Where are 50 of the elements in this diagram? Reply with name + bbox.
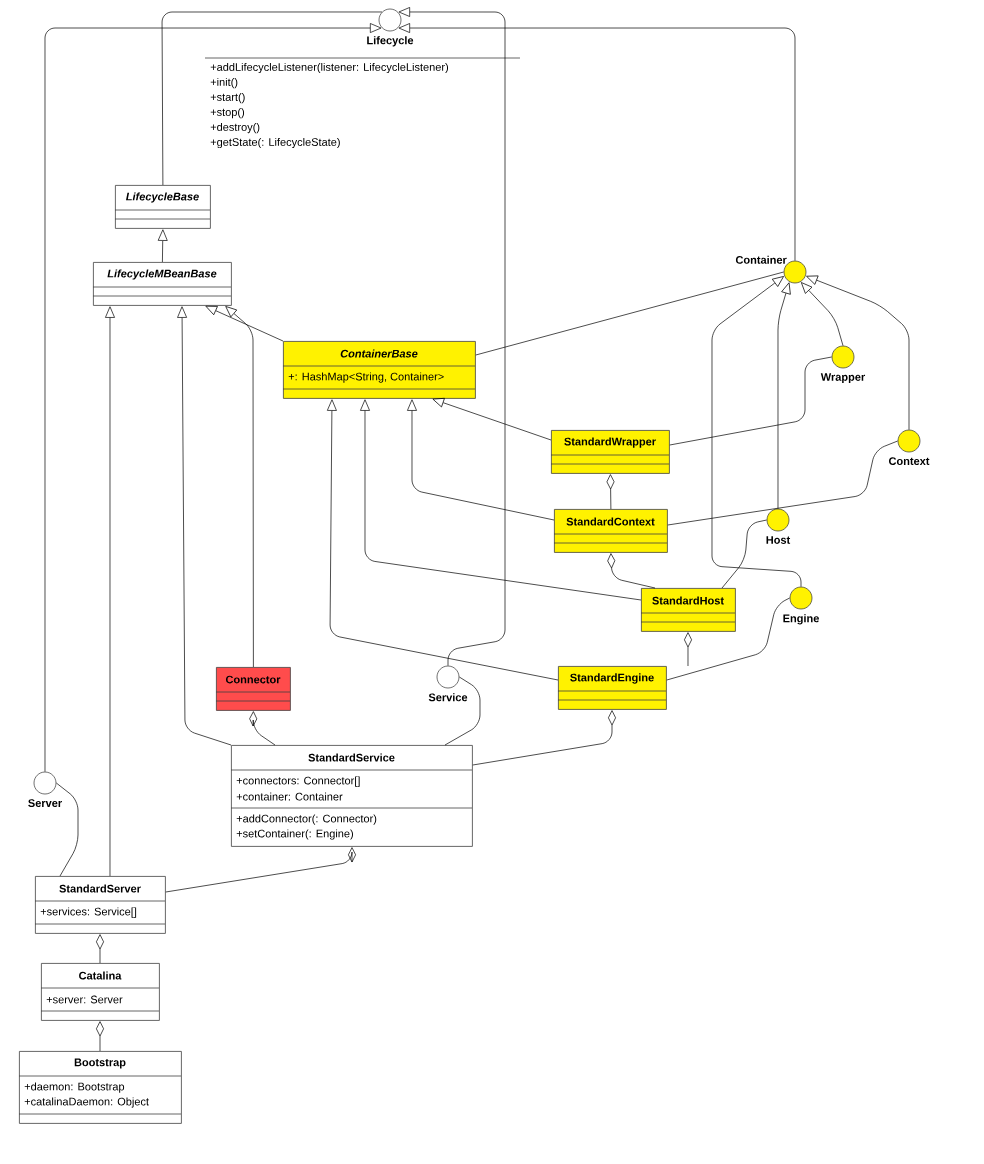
class-box: StandardContext (553, 509, 668, 553)
aggregation-line (606, 474, 615, 510)
realization-line (721, 519, 767, 589)
generalization-arrow (360, 399, 642, 601)
aggregation-line (249, 711, 276, 746)
class-box: StandardWrapper (550, 430, 670, 474)
generalization-arrow (205, 305, 284, 342)
class-box: StandardEngine (557, 666, 667, 710)
operation-text: +getState(: LifecycleState) (210, 137, 340, 149)
generalization-arrow (398, 23, 796, 261)
aggregation-line (684, 632, 692, 667)
realization-line (444, 676, 481, 746)
generalization-arrow (800, 282, 844, 346)
generalization-arrow (432, 397, 552, 441)
realization-line (669, 356, 832, 446)
operation-text: +stop() (210, 107, 245, 119)
class-box: ContainerBase +: HashMap<String, Container> (282, 341, 476, 399)
operation-text: +addLifecycleListener(listener: LifecycleListener) (210, 62, 449, 74)
generalization-arrow (157, 229, 168, 263)
generalization-arrow (177, 306, 232, 746)
class-box: Bootstrap +daemon: Bootstrap +catalinaDaemon: Object (18, 1051, 182, 1124)
class-box: LifecycleBase (114, 185, 211, 229)
aggregation-line (96, 934, 104, 964)
aggregation-line (472, 710, 616, 766)
class-box: StandardHost (640, 588, 736, 632)
realization-line (667, 440, 898, 526)
aggregation-line (96, 1021, 104, 1052)
class-box: StandardService +connectors: Connector[] +container: Container +addConnector(: Connector) +setContainer(: Engine) (230, 745, 473, 847)
operation-text: +init() (210, 77, 238, 89)
generalization-arrow (105, 306, 115, 877)
class-box: LifecycleMBeanBase (92, 262, 232, 306)
aggregation-line (607, 553, 656, 589)
class-box: StandardServer +services: Service[] (34, 876, 166, 934)
generalization-arrow (327, 399, 559, 681)
class-box: Catalina +server: Server (40, 963, 160, 1021)
realization-line (56, 782, 79, 877)
realization-line (161, 11, 383, 186)
generalization-arrow (777, 282, 791, 509)
aggregation-line (165, 847, 356, 893)
class-box: Connector (215, 667, 291, 711)
operation-text: +destroy() (210, 122, 260, 134)
generalization-arrow (407, 399, 555, 521)
realization-line (475, 271, 784, 356)
generalization-arrow (806, 275, 910, 430)
generalization-arrow (44, 23, 382, 772)
realization-line (666, 597, 790, 681)
generalization-arrow (398, 7, 506, 666)
generalization-arrow (711, 276, 802, 587)
operation-text: +start() (210, 92, 245, 104)
generalization-arrow (225, 306, 254, 668)
